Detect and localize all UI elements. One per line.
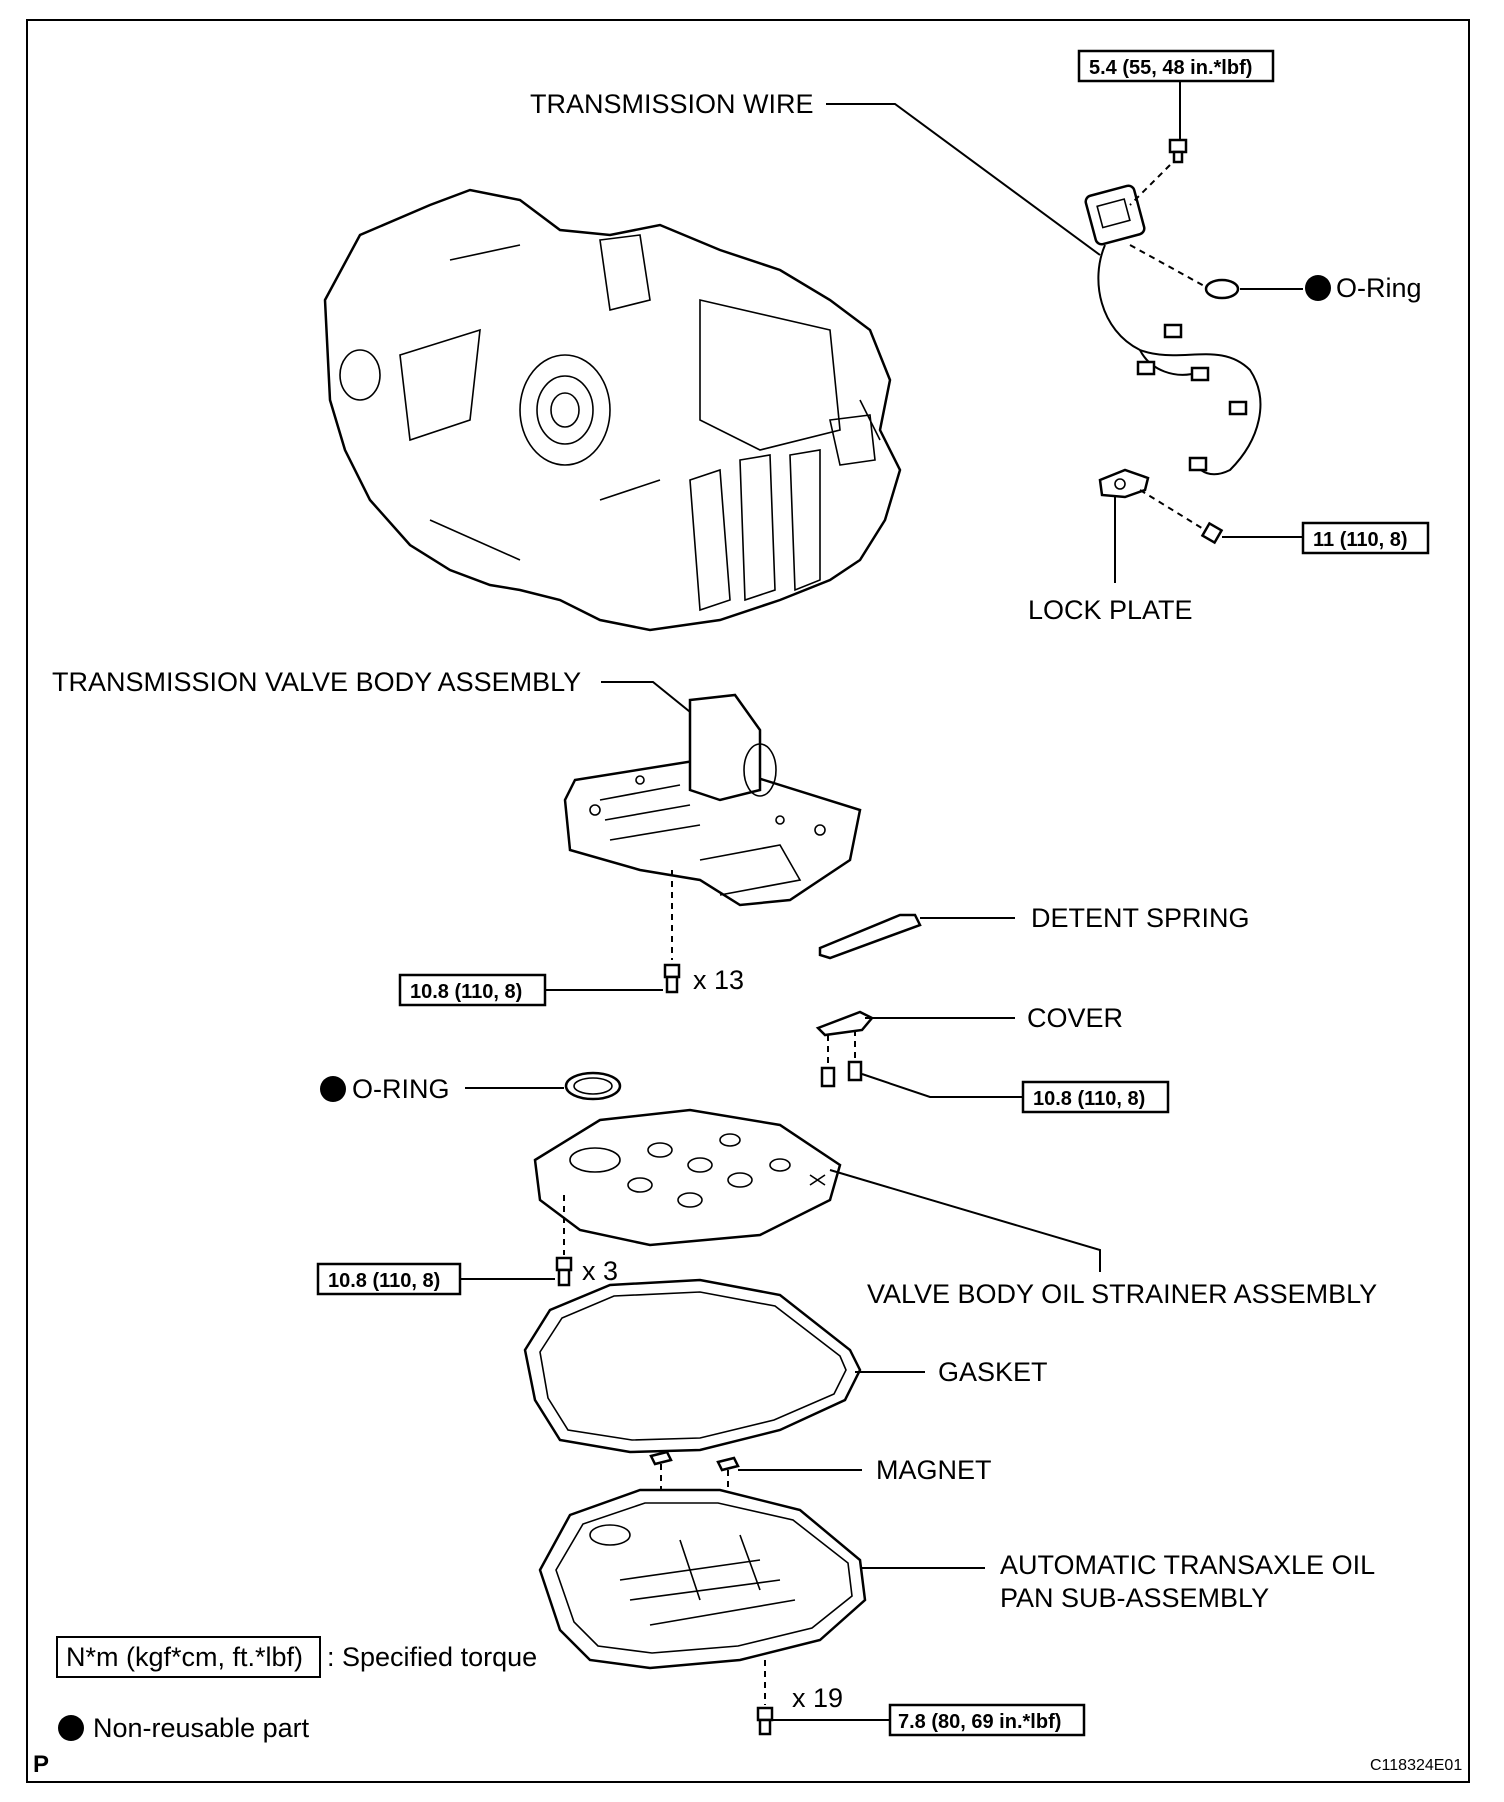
oil-pan-bolt-icon xyxy=(756,1706,774,1736)
oil-pan-torque-value: 7.8 (80, 69 in.*lbf) xyxy=(898,1711,1061,1733)
valve-body-torque-box xyxy=(398,973,547,1007)
valve-body-bolt-icon xyxy=(663,963,681,994)
figure-id: C118324E01 xyxy=(1370,1757,1462,1774)
valve-body-leader xyxy=(601,681,701,721)
oil-pan-drawing xyxy=(538,1488,867,1670)
legend-torque-box xyxy=(56,1636,321,1678)
gasket-drawing xyxy=(523,1278,862,1454)
transmission-wire-drawing xyxy=(1084,184,1262,476)
legend-torque-box-text: N*m (kgf*cm, ft.*lbf) xyxy=(66,1642,303,1672)
cover-torque-box xyxy=(1021,1080,1170,1114)
wire-bolt-torque-value: 5.4 (55, 48 in.*lbf) xyxy=(1089,57,1252,79)
strainer-bolt-icon xyxy=(555,1256,573,1287)
cover-torque-value: 10.8 (110, 8) xyxy=(1033,1088,1145,1110)
o-ring-top-part xyxy=(1204,278,1240,300)
valve-body-label: TRANSMISSION VALVE BODY ASSEMBLY xyxy=(52,667,581,697)
cover-part xyxy=(815,1010,874,1037)
oil-strainer-drawing xyxy=(533,1108,842,1247)
cover-bolt-leader xyxy=(861,1073,1023,1098)
oil-pan-label-line1: AUTOMATIC TRANSAXLE OIL xyxy=(1000,1550,1375,1580)
strainer-label: VALVE BODY OIL STRAINER ASSEMBLY xyxy=(867,1279,1377,1309)
gasket-label: GASKET xyxy=(938,1357,1048,1387)
cover-label: COVER xyxy=(1027,1003,1123,1033)
wire-bolt-icon xyxy=(1168,138,1188,164)
wire-bolt-torque-box xyxy=(1077,49,1275,83)
strainer-torque-box xyxy=(316,1262,462,1296)
strainer-leader xyxy=(829,1169,1101,1272)
lock-plate-part xyxy=(1098,468,1150,499)
transmission-wire-leader xyxy=(826,103,1101,256)
non-reusable-marker-top xyxy=(1305,275,1331,301)
magnet-label: MAGNET xyxy=(876,1455,992,1485)
wire-bolt-dashline xyxy=(1129,164,1171,206)
legend-torque-desc: : Specified torque xyxy=(327,1642,537,1672)
lock-plate-torque-box xyxy=(1301,521,1430,555)
transaxle-assembly-drawing xyxy=(323,188,902,632)
transmission-wire-label: TRANSMISSION WIRE xyxy=(530,89,814,119)
lock-plate-label: LOCK PLATE xyxy=(1028,595,1193,625)
oil-pan-bolt-qty: x 19 xyxy=(792,1683,843,1713)
o-ring-mid-part xyxy=(564,1071,622,1101)
oil-pan-label-line2: PAN SUB-ASSEMBLY xyxy=(1000,1583,1269,1613)
legend-non-reusable-marker xyxy=(58,1715,84,1741)
valve-body-drawing xyxy=(563,693,862,907)
o-ring-top-label: O-Ring xyxy=(1336,273,1422,303)
legend-non-reusable-text: Non-reusable part xyxy=(93,1713,310,1743)
lock-plate-dashline xyxy=(1139,489,1206,531)
oil-pan-torque-box xyxy=(888,1703,1086,1737)
magnet-part xyxy=(649,1450,740,1472)
o-ring-mid-label: O-RING xyxy=(352,1074,450,1104)
strainer-bolt-qty: x 3 xyxy=(582,1256,618,1286)
o-ring-top-dashline xyxy=(1129,244,1207,288)
frame-border xyxy=(26,19,1470,1783)
strainer-torque-value: 10.8 (110, 8) xyxy=(328,1270,440,1292)
lock-plate-torque-value: 11 (110, 8) xyxy=(1313,529,1408,551)
lock-plate-bolt-icon xyxy=(1200,521,1224,545)
cover-bolt-icon xyxy=(820,1060,863,1088)
detent-spring-part xyxy=(818,913,922,960)
detent-spring-label: DETENT SPRING xyxy=(1031,903,1250,933)
non-reusable-marker-mid xyxy=(320,1076,346,1102)
valve-body-torque-value: 10.8 (110, 8) xyxy=(410,981,522,1003)
valve-body-bolt-qty: x 13 xyxy=(693,965,744,995)
footer-code-p: P xyxy=(33,1751,49,1778)
